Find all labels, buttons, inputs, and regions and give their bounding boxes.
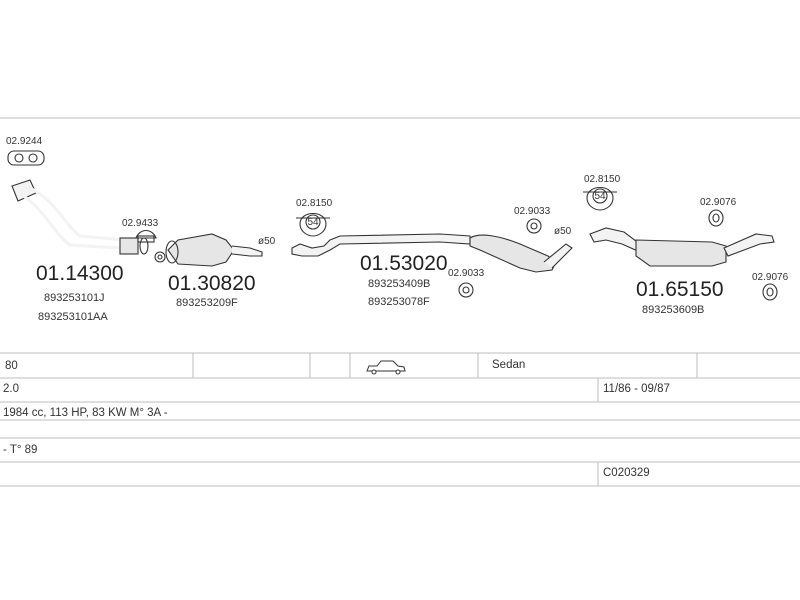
label-02-9076-top: 02.9076 bbox=[700, 197, 737, 208]
middle-silencer-01-53020[interactable] bbox=[291, 233, 573, 273]
catalytic-converter-01-30820[interactable] bbox=[165, 233, 263, 267]
hanger-02-9076-bottom[interactable] bbox=[762, 283, 778, 301]
part-number-01-14300: 01.14300 bbox=[36, 262, 124, 285]
ref-893253101AA: 893253101AA bbox=[38, 311, 108, 323]
gasket-02-9244[interactable] bbox=[7, 150, 45, 166]
ref-893253209F: 893253209F bbox=[176, 297, 238, 309]
vehicle-model: 80 bbox=[5, 360, 18, 372]
label-02-9076-bottom: 02.9076 bbox=[752, 272, 789, 283]
clamp-size-left: 54 bbox=[307, 217, 319, 228]
ref-893253409B: 893253409B bbox=[368, 278, 430, 290]
clamp-02-8150-right[interactable]: 54 bbox=[583, 186, 617, 211]
part-number-01-30820: 01.30820 bbox=[168, 272, 256, 295]
ref-893253078F: 893253078F bbox=[368, 296, 430, 308]
sedan-car-icon bbox=[366, 360, 406, 375]
mount-02-9033-top[interactable] bbox=[526, 218, 542, 234]
front-pipe-01-14300[interactable] bbox=[11, 179, 149, 255]
vehicle-code: C020329 bbox=[603, 467, 650, 479]
ref-893253101J: 893253101J bbox=[44, 292, 105, 304]
vehicle-variant: - T° 89 bbox=[3, 444, 37, 456]
gasket-02-9433[interactable] bbox=[135, 229, 157, 243]
label-02-9033-top: 02.9033 bbox=[514, 206, 551, 217]
diameter-right: ø50 bbox=[554, 226, 572, 237]
label-02-9433: 02.9433 bbox=[122, 218, 159, 229]
vehicle-body-type: Sedan bbox=[492, 359, 525, 371]
vehicle-specs: 1984 cc, 113 HP, 83 KW M° 3A - bbox=[3, 407, 168, 419]
ref-893253609B: 893253609B bbox=[642, 304, 704, 316]
label-02-9033-bottom: 02.9033 bbox=[448, 268, 485, 279]
rear-silencer-01-65150[interactable] bbox=[589, 227, 775, 267]
clamp-02-8150-left[interactable]: 54 bbox=[296, 212, 330, 237]
part-number-01-65150: 01.65150 bbox=[636, 278, 724, 301]
diameter-left: ø50 bbox=[258, 236, 276, 247]
label-02-8150-left: 02.8150 bbox=[296, 198, 333, 209]
vehicle-engine: 2.0 bbox=[3, 383, 19, 395]
vehicle-production: 11/86 - 09/87 bbox=[603, 383, 670, 395]
hanger-02-9076-top[interactable] bbox=[708, 209, 724, 227]
flange-ring[interactable] bbox=[154, 251, 166, 263]
label-02-8150-right: 02.8150 bbox=[584, 174, 621, 185]
mount-02-9033-bottom[interactable] bbox=[458, 282, 474, 298]
part-number-01-53020: 01.53020 bbox=[360, 252, 448, 275]
clamp-size-right: 54 bbox=[594, 191, 606, 202]
label-02-9244: 02.9244 bbox=[6, 136, 43, 147]
